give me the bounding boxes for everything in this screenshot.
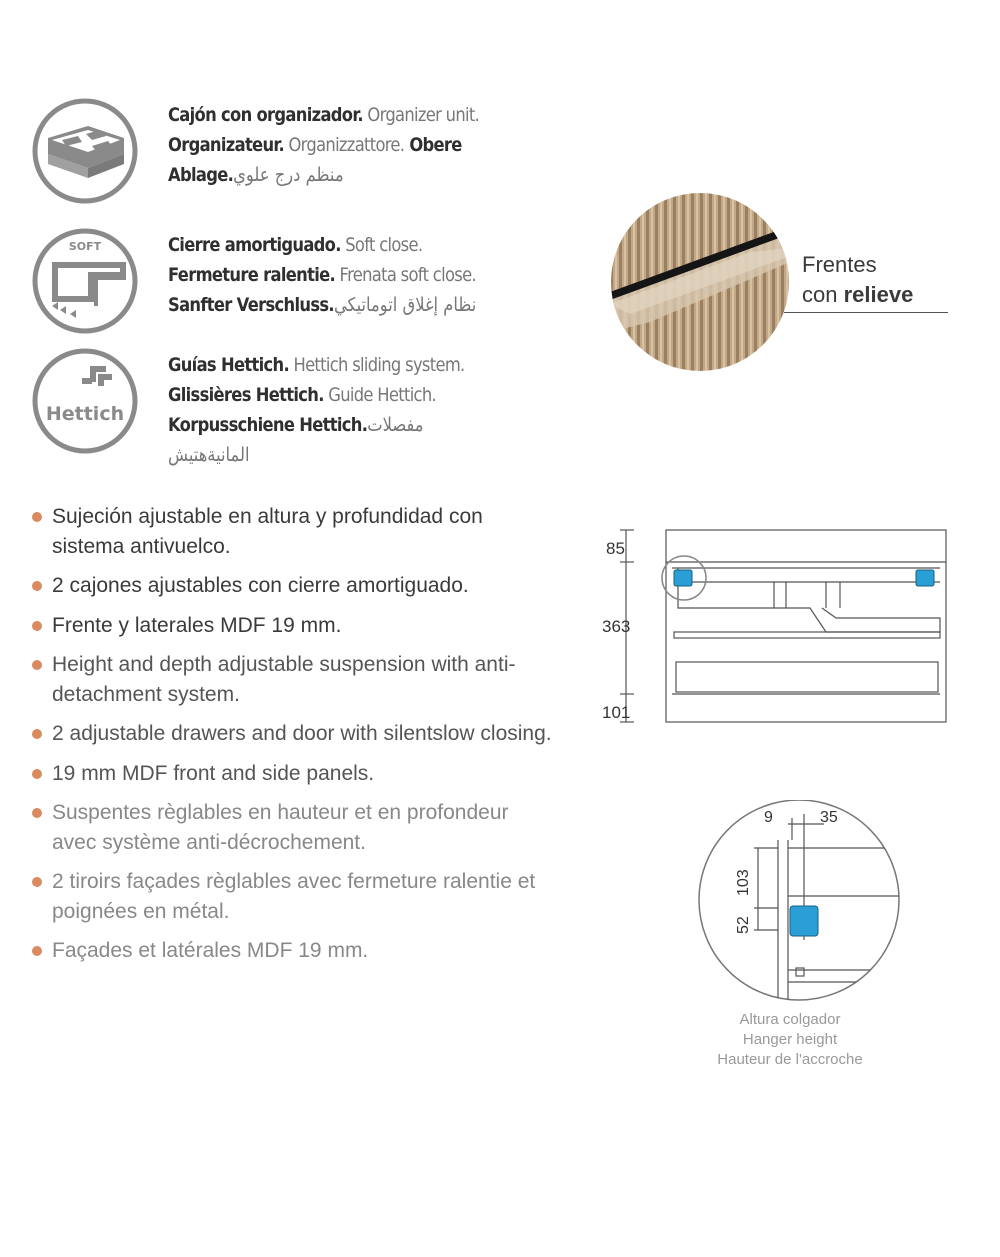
relief-label: Frentes con relieve — [802, 250, 913, 310]
feature-text-segment: منظم درج علوي — [233, 164, 349, 186]
bullet-dot-icon — [32, 946, 42, 956]
caption-es: Altura colgador — [739, 1011, 841, 1028]
hettich-icon-label: Hettich — [46, 403, 124, 425]
bullet-dot-icon — [32, 620, 42, 631]
relief-label-line1: Frentes — [802, 252, 877, 277]
hettich-logo-icon: Hettich — [32, 348, 138, 454]
bullet-dot-icon — [32, 768, 42, 779]
feature-text-segment: Cierre amortiguado. — [168, 234, 341, 256]
feature-text-segment: Sanfter Verschluss. — [168, 294, 335, 316]
hanger-highlight-circle — [661, 555, 707, 601]
feature-text-line: Glissières Hettich. Guide Hettich. — [168, 380, 555, 410]
dim-top-label: 85 — [606, 539, 625, 558]
spec-bullet-item: 2 tiroirs façades règlables avec fermetu… — [32, 867, 552, 926]
relief-label-underline — [784, 312, 948, 313]
spec-bullet-item: 19 mm MDF front and side panels. — [32, 759, 552, 789]
caption-en: Hanger height — [742, 1031, 838, 1048]
feature-text-line: Sanfter Verschluss. نظام إغلاق اتوماتيكي — [168, 290, 555, 320]
spec-bullet-text: Suspentes règlables en hauteur et en pro… — [52, 801, 509, 854]
relief-front-photo — [611, 193, 789, 371]
hanger-clip-left — [673, 569, 693, 587]
spec-bullet-text: 2 tiroirs façades règlables avec fermetu… — [52, 870, 536, 923]
soft-close-icon: SOFT — [32, 228, 138, 334]
hanger-caption: Altura colgador Hanger height Hauteur de… — [690, 1010, 890, 1070]
feature-text-line: Cajón con organizador. Organizer unit. — [168, 100, 555, 130]
detail-dim-height-b: 52 — [735, 916, 752, 934]
feature-text-segment: نظام إغلاق اتوماتيكي — [333, 294, 481, 316]
feature-text-segment: Ablage. — [168, 164, 234, 186]
detail-dim-right: 35 — [820, 809, 838, 826]
feature-text-segment: Frenata soft close. — [335, 264, 477, 286]
feature-hettich-text: Guías Hettich. Hettich sliding system.Gl… — [168, 350, 555, 470]
feature-text-segment: المانيةهتيش — [168, 444, 250, 466]
relief-label-prefix: con — [802, 282, 844, 307]
relief-label-bold: relieve — [843, 282, 914, 307]
spec-bullet-text: 2 adjustable drawers and door with silen… — [52, 722, 552, 745]
spec-bullet-item: Frente y laterales MDF 19 mm. — [32, 611, 552, 641]
spec-bullet-text: Sujeción ajustable en altura y profundid… — [52, 505, 483, 558]
bullet-dot-icon — [32, 660, 42, 670]
feature-text-segment: Cajón con organizador. — [168, 104, 364, 126]
feature-text-segment: مفصلات — [367, 414, 429, 436]
feature-text-segment: Organizer unit. — [362, 104, 480, 126]
feature-text-segment: Hettich sliding system. — [288, 354, 465, 376]
spec-bullet-item: Suspentes règlables en hauteur et en pro… — [32, 798, 552, 857]
detail-dim-height-a: 103 — [735, 869, 752, 896]
feature-text-line: Guías Hettich. Hettich sliding system. — [168, 350, 555, 380]
bullet-dot-icon — [32, 877, 42, 887]
spec-bullet-text: 2 cajones ajustables con cierre amortigu… — [52, 574, 469, 597]
feature-hettich: Hettich Guías Hettich. Hettich sliding s… — [30, 346, 550, 466]
feature-soft-close-text: Cierre amortiguado. Soft close.Fermeture… — [168, 230, 555, 320]
hanger-clip-detail — [789, 905, 819, 937]
feature-text-line: المانيةهتيش — [168, 440, 555, 470]
spec-bullet-text: Frente y laterales MDF 19 mm. — [52, 613, 342, 637]
feature-text-segment: Korpusschiene Hettich. — [168, 414, 368, 436]
hanger-clip-right — [915, 569, 935, 587]
spec-bullet-item: 2 adjustable drawers and door with silen… — [32, 719, 552, 749]
feature-text-segment: Soft close. — [340, 234, 423, 256]
detail-dim-left: 9 — [764, 809, 773, 826]
caption-fr: Hauteur de l'accroche — [717, 1051, 863, 1068]
bullet-dot-icon — [32, 808, 42, 818]
feature-text-segment: Glissières Hettich. — [168, 384, 324, 406]
feature-text-segment: Organizzattore. — [283, 134, 405, 156]
cabinet-front-diagram: 85 363 101 — [602, 529, 947, 723]
spec-bullet-item: Sujeción ajustable en altura y profundid… — [32, 502, 552, 561]
feature-text-segment: Guías Hettich. — [168, 354, 290, 376]
dim-middle-label: 363 — [602, 617, 630, 636]
feature-text-segment: Guide Hettich. — [323, 384, 437, 406]
spec-bullet-text: 19 mm MDF front and side panels. — [52, 761, 375, 785]
feature-text-line: Ablage. منظم درج علوي — [168, 160, 555, 190]
bullet-dot-icon — [32, 729, 42, 739]
hanger-detail-diagram: 9 35 103 52 — [698, 800, 900, 1001]
feature-soft-close: SOFT Cierre amortiguado. Soft close.Ferm… — [30, 226, 550, 336]
feature-text-line: Organizateur. Organizzattore. Obere — [168, 130, 555, 160]
feature-organizer-text: Cajón con organizador. Organizer unit.Or… — [168, 100, 555, 190]
feature-text-segment: Fermeture ralentie. — [168, 264, 336, 286]
spec-bullet-text: Façades et latérales MDF 19 mm. — [52, 939, 369, 962]
spec-bullet-text: Height and depth adjustable suspension w… — [52, 653, 516, 706]
relief-label-line2: con relieve — [802, 280, 913, 310]
feature-text-segment: Organizateur. — [168, 134, 285, 156]
feature-text-line: Cierre amortiguado. Soft close. — [168, 230, 555, 260]
spec-bullet-item: 2 cajones ajustables con cierre amortigu… — [32, 571, 552, 601]
dim-bottom-label: 101 — [602, 703, 630, 722]
organizer-drawer-icon — [32, 98, 138, 204]
feature-organizer: Cajón con organizador. Organizer unit. Or… — [30, 96, 550, 206]
feature-text-segment: Obere — [404, 134, 462, 156]
bullet-dot-icon — [32, 512, 42, 522]
feature-text-line: Fermeture ralentie. Frenata soft close. — [168, 260, 555, 290]
spec-bullet-item: Façades et latérales MDF 19 mm. — [32, 936, 552, 966]
feature-text-line: Korpusschiene Hettich. مفصلات — [168, 410, 555, 440]
soft-icon-label: SOFT — [69, 240, 102, 253]
spec-bullet-item: Height and depth adjustable suspension w… — [32, 650, 552, 709]
bullet-dot-icon — [32, 581, 42, 591]
spec-bullet-list: Sujeción ajustable en altura y profundid… — [32, 502, 552, 976]
